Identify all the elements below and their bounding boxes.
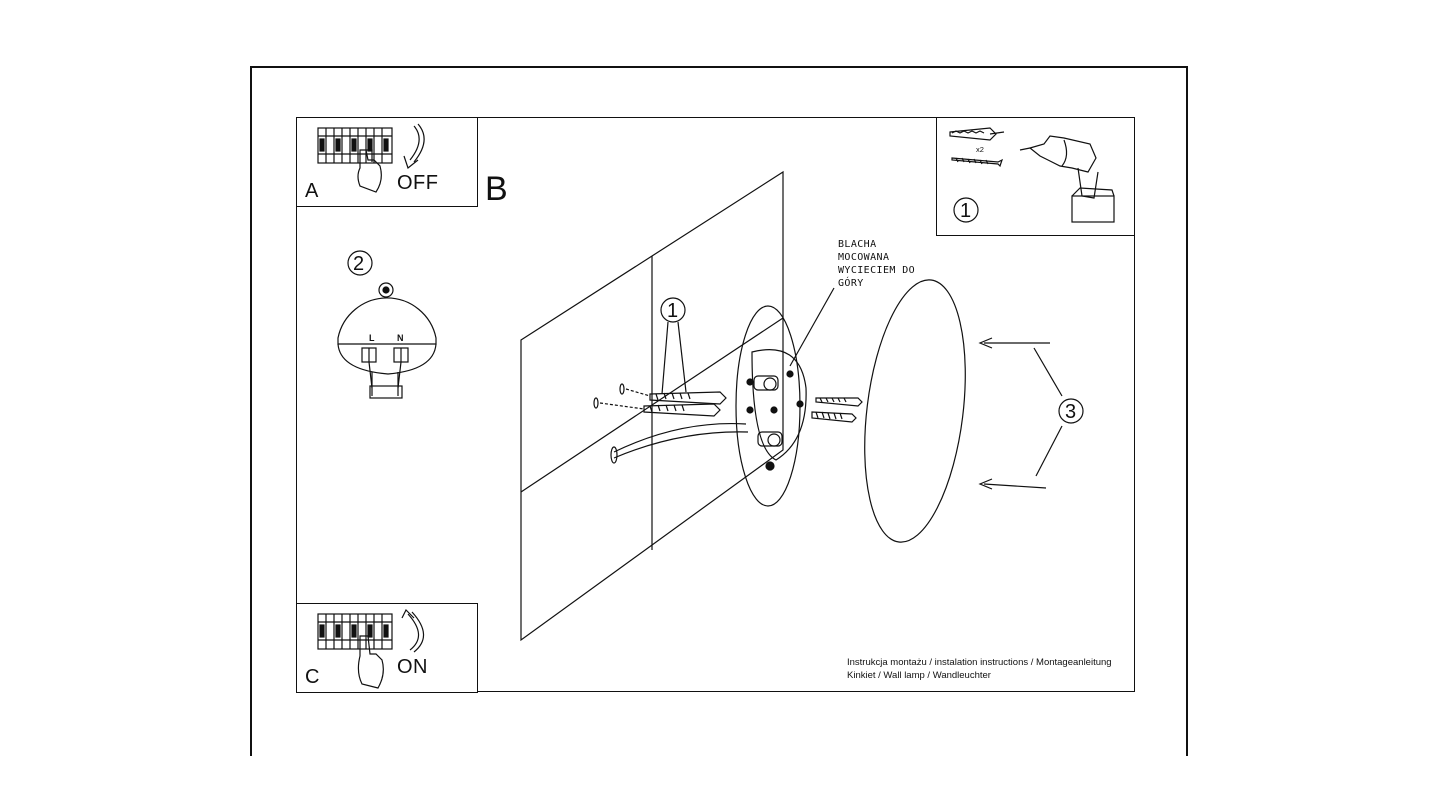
- anchor-step-number: 1: [667, 300, 678, 322]
- step-c-letter: C: [305, 666, 320, 688]
- footer-caption-1: Instrukcja montażu / instalation instruc…: [847, 657, 1112, 668]
- step-1-number: 1: [960, 200, 971, 222]
- step-a-letter: A: [305, 180, 319, 202]
- wiring-box-icon: [337, 282, 437, 399]
- push-arrows: [978, 337, 1063, 490]
- step-a-action: OFF: [397, 172, 439, 194]
- hand-icon: [357, 635, 384, 689]
- instruction-sheet: [296, 117, 1135, 692]
- lamp-cover: [864, 279, 966, 543]
- hand-icon: [357, 149, 382, 193]
- mounting-plate: [735, 305, 807, 507]
- step-c-action: ON: [397, 656, 428, 678]
- power-cable: [610, 422, 749, 464]
- step-3-callout: [1058, 398, 1084, 424]
- step-1-callout: [953, 197, 979, 223]
- terminal-neutral-label: N: [397, 333, 404, 343]
- terminal-live-label: L: [369, 333, 375, 343]
- drill-icon: [1019, 135, 1115, 223]
- breaker-panel-icon: [317, 613, 393, 650]
- step-b-letter: B: [485, 170, 508, 208]
- rotate-arrow-icon: [401, 608, 425, 653]
- cover-step-number: 3: [1065, 401, 1076, 423]
- breaker-panel-icon: [317, 127, 393, 164]
- step-2-callout: [347, 250, 373, 276]
- wall-plug-icon: [949, 127, 1005, 141]
- screw-icon: [811, 397, 863, 423]
- mounting-plate-note: BLACHA MOCOWANA WYCIECIEM DO GÓRY: [838, 239, 916, 289]
- wall-plug-icon: [593, 383, 727, 417]
- step-2-number: 2: [353, 253, 364, 275]
- tools-panel: [936, 117, 1135, 236]
- screw-icon: [951, 157, 1004, 168]
- page-frame: [250, 66, 1188, 756]
- note-leader-line: [789, 287, 835, 367]
- rotate-arrow-icon: [403, 123, 425, 170]
- step-1-anchor-callout: [660, 297, 687, 395]
- wall-panel: [520, 170, 784, 642]
- quantity-label: x2: [976, 145, 984, 154]
- footer-caption-2: Kinkiet / Wall lamp / Wandleuchter: [847, 670, 991, 681]
